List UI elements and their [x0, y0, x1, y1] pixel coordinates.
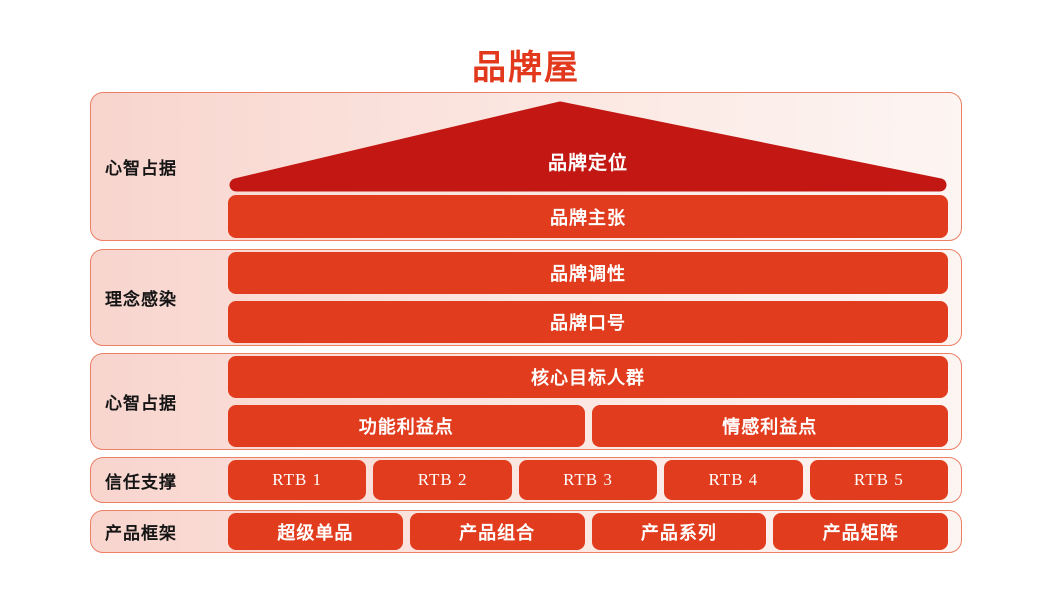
bar-product-series: 产品系列 — [591, 513, 767, 550]
bar-brand-proposition: 品牌主张 — [228, 195, 948, 238]
bar-product-portfolio: 产品组合 — [409, 513, 585, 550]
bar-brand-slogan: 品牌口号 — [228, 301, 948, 343]
section-mind-occupation-top: 心智占据 品牌定位 品牌主张 — [90, 92, 962, 241]
section-mind-occupation: 心智占据 核心目标人群 功能利益点 情感利益点 — [90, 353, 962, 450]
section-trust-support: 信任支撑 RTB 1 RTB 2 RTB 3 RTB 4 RTB 5 — [90, 457, 962, 503]
section-content-roof: 品牌定位 品牌主张 — [228, 95, 948, 238]
bar-rtb-2: RTB 2 — [373, 460, 512, 500]
section-label-mind-occupation-top: 心智占据 — [105, 159, 177, 178]
section-label-trust-support: 信任支撑 — [105, 472, 177, 492]
bar-rtb-5: RTB 5 — [809, 460, 949, 500]
bar-product-matrix: 产品矩阵 — [773, 513, 948, 550]
roof-triangle-icon — [229, 101, 947, 192]
bar-rtb-3: RTB 3 — [518, 460, 658, 500]
bar-super-product: 超级单品 — [228, 513, 403, 550]
page-title: 品牌屋 — [472, 50, 580, 87]
section-label-mind-occupation: 心智占据 — [105, 394, 177, 413]
roof-brand-positioning: 品牌定位 — [228, 100, 948, 194]
bar-functional-benefit: 功能利益点 — [228, 405, 585, 447]
section-label-product-framework: 产品框架 — [105, 524, 177, 543]
roof-label: 品牌定位 — [547, 153, 628, 174]
section-label-concept-infection: 理念感染 — [105, 290, 177, 309]
section-product-framework: 产品框架 超级单品 产品组合 产品系列 产品矩阵 — [90, 510, 962, 553]
section-concept-infection: 理念感染 品牌调性 品牌口号 — [90, 249, 962, 346]
bar-rtb-4: RTB 4 — [664, 460, 803, 500]
bar-emotional-benefit: 情感利益点 — [591, 405, 948, 447]
bar-rtb-1: RTB 1 — [228, 460, 367, 500]
bar-brand-tonality: 品牌调性 — [228, 252, 948, 294]
bar-core-target-audience: 核心目标人群 — [228, 356, 948, 398]
